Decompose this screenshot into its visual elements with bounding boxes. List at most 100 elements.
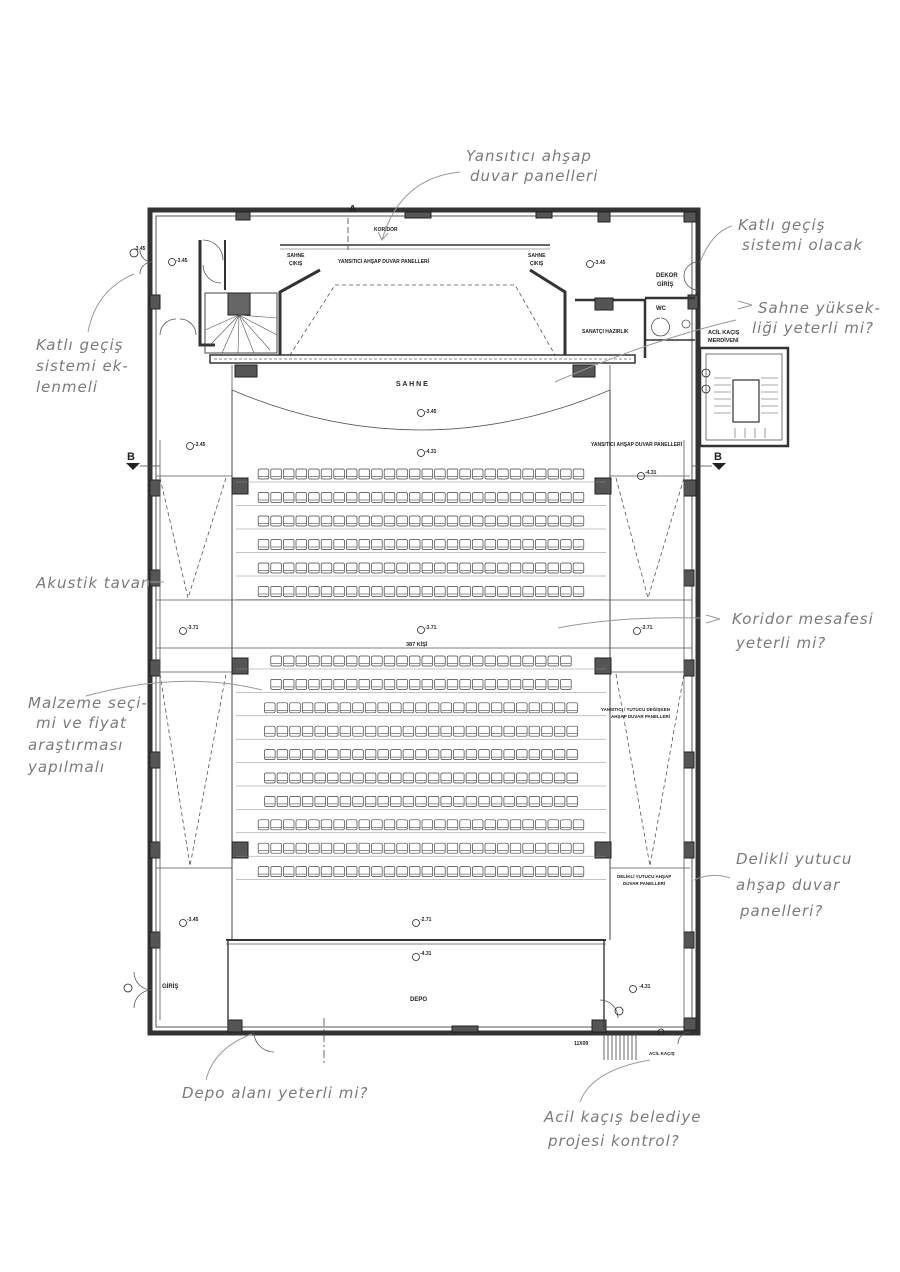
level-markers <box>123 248 711 1036</box>
level-text: -3.45 <box>187 917 199 923</box>
seat <box>522 679 534 690</box>
section-a-label: A <box>349 204 356 215</box>
note-corridor-distance-line-2: yeterli mi? <box>735 634 826 652</box>
seat <box>440 772 452 784</box>
seat <box>409 539 421 550</box>
seat <box>371 819 383 831</box>
seat <box>390 702 402 714</box>
seat <box>490 772 503 784</box>
seat <box>553 772 566 784</box>
seat <box>522 468 534 480</box>
note-emergency-exit-line-1: Acil kaçış belediye <box>543 1108 701 1126</box>
seat <box>522 492 534 503</box>
seat <box>276 725 289 737</box>
seat <box>333 842 345 854</box>
seat <box>314 749 326 760</box>
seat <box>446 679 459 690</box>
seat <box>289 772 301 784</box>
seat <box>295 515 307 527</box>
seat <box>421 586 433 597</box>
seat <box>333 819 345 831</box>
dekor-label-2: GİRİŞ <box>657 281 673 288</box>
seat <box>308 539 320 550</box>
seat <box>333 562 345 574</box>
seat <box>434 586 446 597</box>
seat <box>270 819 282 831</box>
seat <box>427 772 440 784</box>
seat <box>472 819 484 831</box>
seat <box>346 515 358 527</box>
level-text: -4.31 <box>639 984 651 990</box>
seat <box>308 468 320 480</box>
seat <box>295 586 307 597</box>
seat <box>358 679 370 690</box>
seat <box>371 562 383 574</box>
seat <box>541 749 553 760</box>
level-text: -3.45 <box>194 442 206 448</box>
seat <box>358 562 370 574</box>
seat <box>427 796 440 807</box>
seat <box>453 796 465 807</box>
seat <box>409 515 421 527</box>
seat <box>572 492 585 503</box>
note-arrow <box>381 171 461 241</box>
note-perforated-line-2: ahşap duvar <box>736 876 840 894</box>
seat <box>308 866 320 877</box>
seat <box>434 539 446 550</box>
seat <box>352 725 364 737</box>
seat <box>346 655 358 667</box>
perforated-panels-label-1: DELİKLİ YUTUCU AHŞAP <box>617 873 671 879</box>
seat <box>535 586 547 597</box>
level-text: -4.31 <box>420 951 432 957</box>
seat <box>257 515 270 527</box>
seat <box>283 819 295 831</box>
seat <box>270 586 282 597</box>
seat <box>453 702 465 714</box>
seat <box>396 586 408 597</box>
seat <box>459 655 471 667</box>
seat <box>453 749 465 760</box>
note-stage-height-line-2: liği yeterli mi? <box>752 319 874 337</box>
seat <box>333 539 345 550</box>
seat <box>535 562 547 574</box>
seat <box>541 725 553 737</box>
seat <box>409 679 421 690</box>
level-text: -3.45 <box>176 258 188 264</box>
seat <box>295 679 307 690</box>
seat <box>560 539 572 550</box>
seat <box>453 725 465 737</box>
seat <box>301 749 314 760</box>
seat <box>541 702 553 714</box>
emergency-exit-label: ACİL KAÇIŞ <box>649 1050 675 1056</box>
seating <box>236 468 606 880</box>
seat <box>465 725 478 737</box>
seat <box>516 702 528 714</box>
seat <box>257 492 270 503</box>
seat <box>371 586 383 597</box>
seat <box>415 772 427 784</box>
seat <box>295 492 307 503</box>
seat <box>314 772 326 784</box>
seat <box>257 586 270 597</box>
level-text: -3.71 <box>187 625 199 631</box>
seat <box>283 515 295 527</box>
seat <box>509 655 522 667</box>
plan-labels: A KORİDOR YANSITICI AHŞAP DUVAR PANELLER… <box>127 204 740 1056</box>
note-perforated-line-1: Delikli yutucu <box>736 850 852 868</box>
seat <box>409 586 421 597</box>
seat <box>472 468 484 480</box>
seat <box>459 539 471 550</box>
seat <box>484 539 496 550</box>
seat <box>390 796 402 807</box>
seat <box>377 702 389 714</box>
seat <box>427 725 440 737</box>
seat <box>440 725 452 737</box>
seat <box>402 772 415 784</box>
hall-interior <box>126 218 726 1065</box>
seat <box>446 515 459 527</box>
seat <box>377 725 389 737</box>
seat <box>421 468 433 480</box>
seat <box>383 655 396 667</box>
seat <box>497 539 509 550</box>
